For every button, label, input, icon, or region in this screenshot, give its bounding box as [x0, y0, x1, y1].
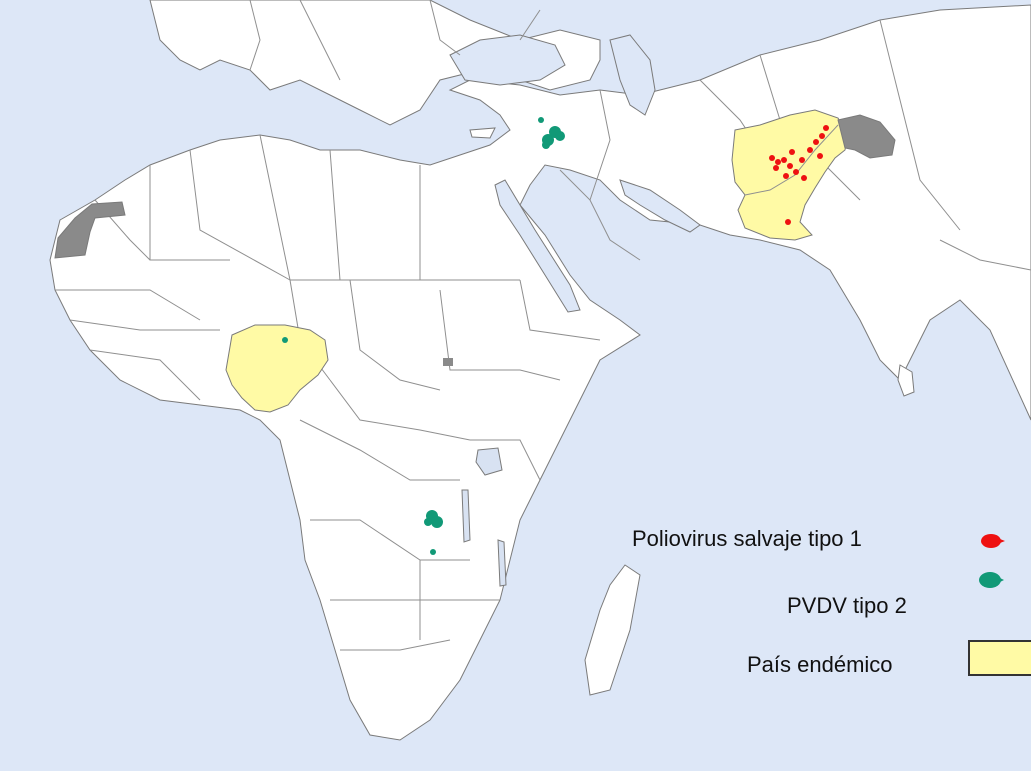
- wild-type1-case-dot: [817, 153, 823, 159]
- persian-gulf: [619, 179, 701, 233]
- red-dot-icon: [981, 534, 1005, 548]
- legend-label-cvdpv2: PVDV tipo 2: [787, 593, 907, 618]
- lake-malawi: [497, 539, 507, 587]
- wild-type1-case-dot: [773, 165, 779, 171]
- cvdpv2-case-dot: [555, 131, 565, 141]
- cvdpv2-case-dot: [282, 337, 288, 343]
- afghanistan-pakistan-border: [744, 124, 839, 196]
- cvdpv2-case-dot: [431, 516, 443, 528]
- wild-type1-case-dot: [785, 219, 791, 225]
- black-sea: [449, 34, 566, 86]
- wild-type1-case-dot: [769, 155, 775, 161]
- yellow-box-icon: [968, 640, 1031, 676]
- caspian-sea: [609, 34, 656, 116]
- europe-landmass: [149, 0, 601, 126]
- wild-type1-case-dot: [775, 159, 781, 165]
- legend-label-wild-type1: Poliovirus salvaje tipo 1: [632, 526, 862, 551]
- wild-type1-case-dot: [813, 139, 819, 145]
- wild-type1-case-dot: [789, 149, 795, 155]
- wild-type1-case-dot: [793, 169, 799, 175]
- wild-type1-case-markers: [769, 125, 829, 225]
- cvdpv2-case-dot: [538, 117, 544, 123]
- western-sahara-region: [54, 201, 126, 259]
- wild-type1-case-dot: [807, 147, 813, 153]
- endemic-country-nigeria: [225, 324, 329, 413]
- green-dot-icon: [979, 572, 1004, 588]
- cvdpv2-case-dot: [542, 141, 550, 149]
- cvdpv2-case-dot: [424, 518, 432, 526]
- wild-type1-case-dot: [823, 125, 829, 131]
- wild-type1-case-dot: [819, 133, 825, 139]
- lake-victoria: [475, 447, 503, 476]
- wild-type1-case-dot: [799, 157, 805, 163]
- wild-type1-case-dot: [801, 175, 807, 181]
- wild-type1-case-dot: [783, 173, 789, 179]
- endemic-country-afghanistan-pakistan: [731, 109, 849, 241]
- lake-tanganyika: [461, 489, 471, 543]
- madagascar: [584, 564, 641, 696]
- cvdpv2-case-markers: [282, 117, 565, 555]
- cvdpv2-case-dot: [430, 549, 436, 555]
- red-sea: [494, 179, 581, 313]
- kashmir-region: [837, 114, 896, 159]
- legend-label-endemic: País endémico: [747, 652, 893, 677]
- sri-lanka: [897, 364, 915, 397]
- wild-type1-case-dot: [781, 157, 787, 163]
- wild-type1-case-dot: [787, 163, 793, 169]
- small-grey-region: [443, 358, 453, 366]
- cyprus: [469, 127, 496, 139]
